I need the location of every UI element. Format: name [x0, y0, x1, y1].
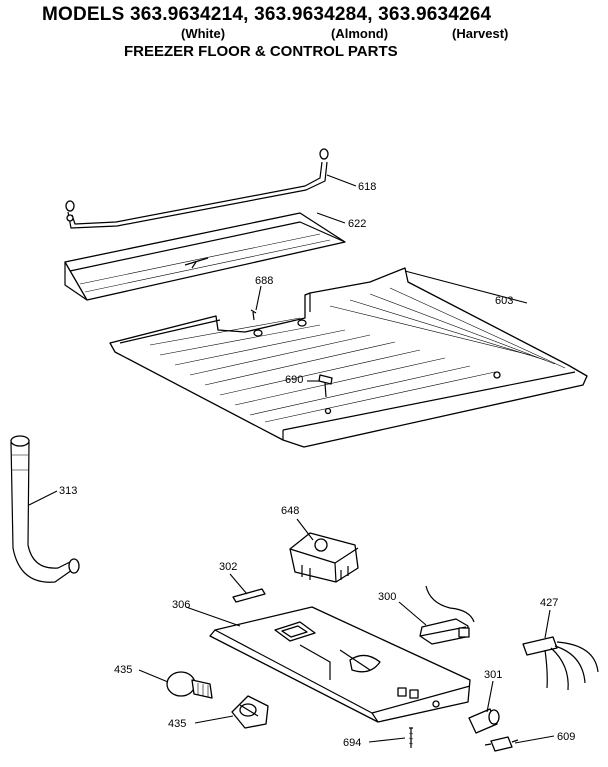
- part-435-light-bulb: [166, 671, 213, 699]
- part-427-wire-harness: [522, 636, 599, 691]
- callout-301: 301: [484, 669, 502, 681]
- part-648-defrost-timer: [289, 532, 359, 583]
- part-301-knob: [468, 708, 500, 734]
- callout-leaders: [28, 174, 555, 744]
- part-609-switch: [484, 736, 519, 752]
- part-688-screw: [250, 309, 257, 321]
- callout-306: 306: [172, 599, 190, 611]
- callout-694: 694: [343, 737, 361, 749]
- callout-609: 609: [557, 731, 575, 743]
- part-622-channel: [64, 212, 346, 301]
- callout-300: 300: [378, 591, 396, 603]
- diagram-header: MODELS 363.9634214, 363.9634284, 363.963…: [0, 0, 608, 70]
- part-603-freezer-floor: [109, 267, 588, 448]
- diagram-subtitle: FREEZER FLOOR & CONTROL PARTS: [124, 43, 398, 60]
- callout-313: 313: [59, 485, 77, 497]
- callout-690: 690: [285, 374, 303, 386]
- callout-427: 427: [540, 597, 558, 609]
- callout-435-socket: 435: [168, 718, 186, 730]
- callout-688: 688: [255, 275, 273, 287]
- part-690-clip: [318, 374, 333, 398]
- callout-603: 603: [495, 295, 513, 307]
- callout-622: 622: [348, 218, 366, 230]
- variant-harvest: (Harvest): [452, 26, 509, 41]
- callout-labels: 618 622 688 603 690 313 648 302 306 300 …: [59, 181, 575, 749]
- part-302-tube: [232, 588, 266, 603]
- callout-435-bulb: 435: [114, 664, 132, 676]
- part-618-tube: [65, 148, 329, 229]
- callout-648: 648: [281, 505, 299, 517]
- part-435-lamp-socket: [231, 695, 269, 729]
- models-title: MODELS 363.9634214, 363.9634284, 363.963…: [42, 4, 492, 25]
- variant-almond: (Almond): [331, 26, 389, 41]
- part-694-screw: [408, 727, 414, 748]
- callout-302: 302: [219, 561, 237, 573]
- part-300-thermostat: [419, 585, 475, 645]
- part-313-drain-tube: [10, 435, 80, 583]
- callout-618: 618: [358, 181, 376, 193]
- part-306-control-housing: [209, 606, 471, 723]
- variant-white: (White): [181, 26, 226, 41]
